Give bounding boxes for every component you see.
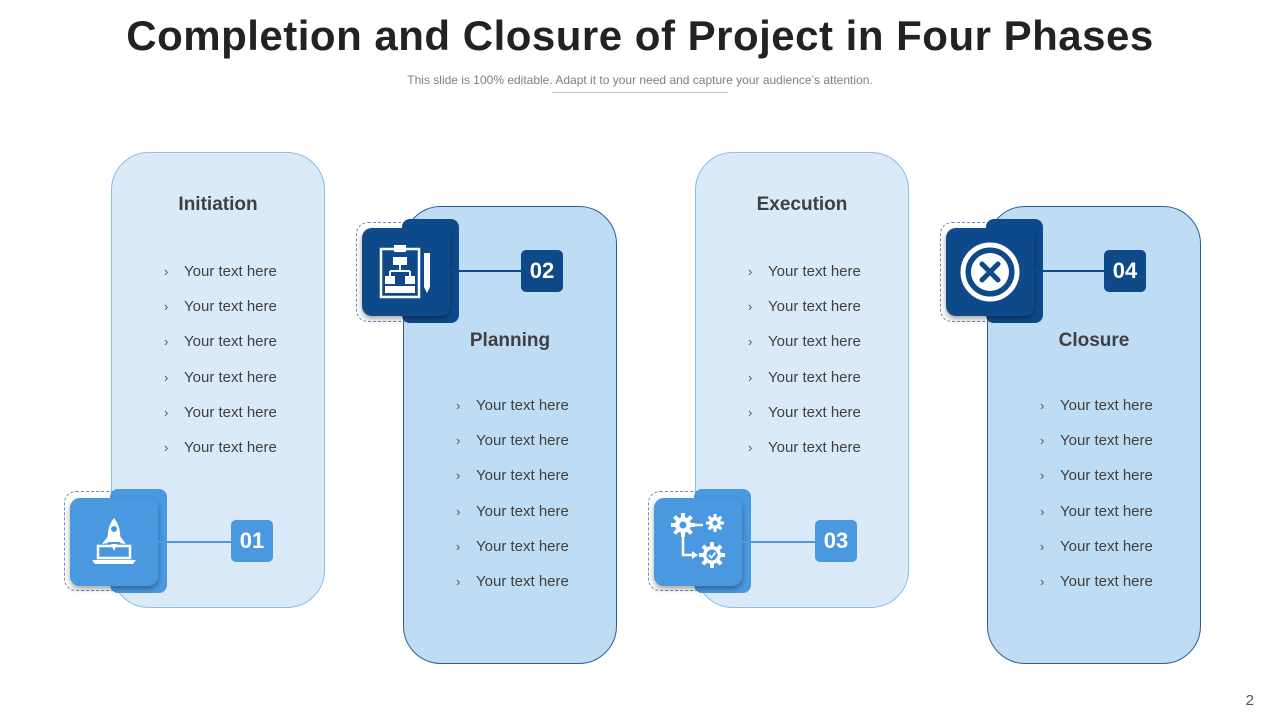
list-item: ›Your text here [748,438,861,456]
phase-title: Planning [469,330,551,351]
list-item: ›Your text here [1040,502,1153,520]
chevron-right-icon: › [164,334,169,350]
phase-item-list: ›Your text here ›Your text here ›Your te… [404,396,616,607]
chevron-right-icon: › [456,433,461,449]
list-item: ›Your text here [164,333,277,351]
list-item: ›Your text here [164,263,277,280]
list-item: ›Your text here [748,333,861,351]
flowchart-plan-icon [379,245,430,299]
chevron-right-icon: › [164,369,169,385]
phase-title: Closure [1058,330,1130,351]
phase-icon-tile [70,498,158,586]
chevron-right-icon: › [1040,503,1045,519]
chevron-right-icon: › [748,334,753,350]
phase-icon-tile [362,228,450,316]
chevron-right-icon: › [1040,398,1045,413]
phase-item-list: ›Your text here ›Your text here ›Your te… [696,262,908,473]
close-circle-icon [960,242,1020,302]
chevron-right-icon: › [456,468,461,484]
phase-title: Execution [756,194,848,215]
list-item: ›Your text here [456,537,569,555]
phase-item-list: ›Your text here ›Your text here ›Your te… [112,262,324,473]
chevron-right-icon: › [456,538,461,554]
chevron-right-icon: › [164,404,169,420]
chevron-right-icon: › [748,299,753,315]
list-item: ›Your text here [456,572,569,590]
list-item: ›Your text here [748,403,861,421]
phase-number-badge: 02 [521,250,563,292]
list-item: ›Your text here [748,298,861,316]
list-item: ›Your text here [1040,397,1153,414]
chevron-right-icon: › [456,503,461,519]
phase-number-badge: 03 [815,520,857,562]
list-item: ›Your text here [164,368,277,386]
list-item: ›Your text here [164,438,277,456]
chevron-right-icon: › [1040,468,1045,484]
phase-connector-line [1034,270,1106,272]
phase-item-list: ›Your text here ›Your text here ›Your te… [988,396,1200,607]
phase-connector-line [158,541,232,543]
list-item: ›Your text here [748,368,861,386]
phase-connector-line [450,270,522,272]
list-item: ›Your text here [748,263,861,280]
page-number: 2 [1245,692,1254,709]
list-item: ›Your text here [164,298,277,316]
list-item: ›Your text here [456,397,569,414]
chevron-right-icon: › [1040,573,1045,589]
phase-number-badge: 01 [231,520,273,562]
phase-icon-tile [654,498,742,586]
slide-subtitle: This slide is 100% editable. Adapt it to… [407,73,873,87]
list-item: ›Your text here [1040,572,1153,590]
list-item: ›Your text here [456,502,569,520]
chevron-right-icon: › [456,573,461,589]
phase-icon-tile [946,228,1034,316]
list-item: ›Your text here [456,432,569,450]
list-item: ›Your text here [1040,467,1153,485]
subtitle-underline [552,92,728,93]
chevron-right-icon: › [748,264,753,279]
chevron-right-icon: › [164,439,169,455]
chevron-right-icon: › [748,404,753,420]
chevron-right-icon: › [748,439,753,455]
chevron-right-icon: › [748,369,753,385]
chevron-right-icon: › [1040,433,1045,449]
list-item: ›Your text here [1040,537,1153,555]
slide-title: Completion and Closure of Project in Fou… [126,12,1154,59]
chevron-right-icon: › [164,264,169,279]
rocket-laptop-icon [92,518,136,564]
phase-connector-line [742,541,816,543]
chevron-right-icon: › [164,299,169,315]
phase-title: Initiation [178,194,258,215]
list-item: ›Your text here [456,467,569,485]
gears-process-icon [671,513,725,568]
list-item: ›Your text here [164,403,277,421]
phase-card-closure: Closure ›Your text here ›Your text here … [987,206,1201,664]
phase-number-badge: 04 [1104,250,1146,292]
chevron-right-icon: › [1040,538,1045,554]
list-item: ›Your text here [1040,432,1153,450]
chevron-right-icon: › [456,398,461,413]
